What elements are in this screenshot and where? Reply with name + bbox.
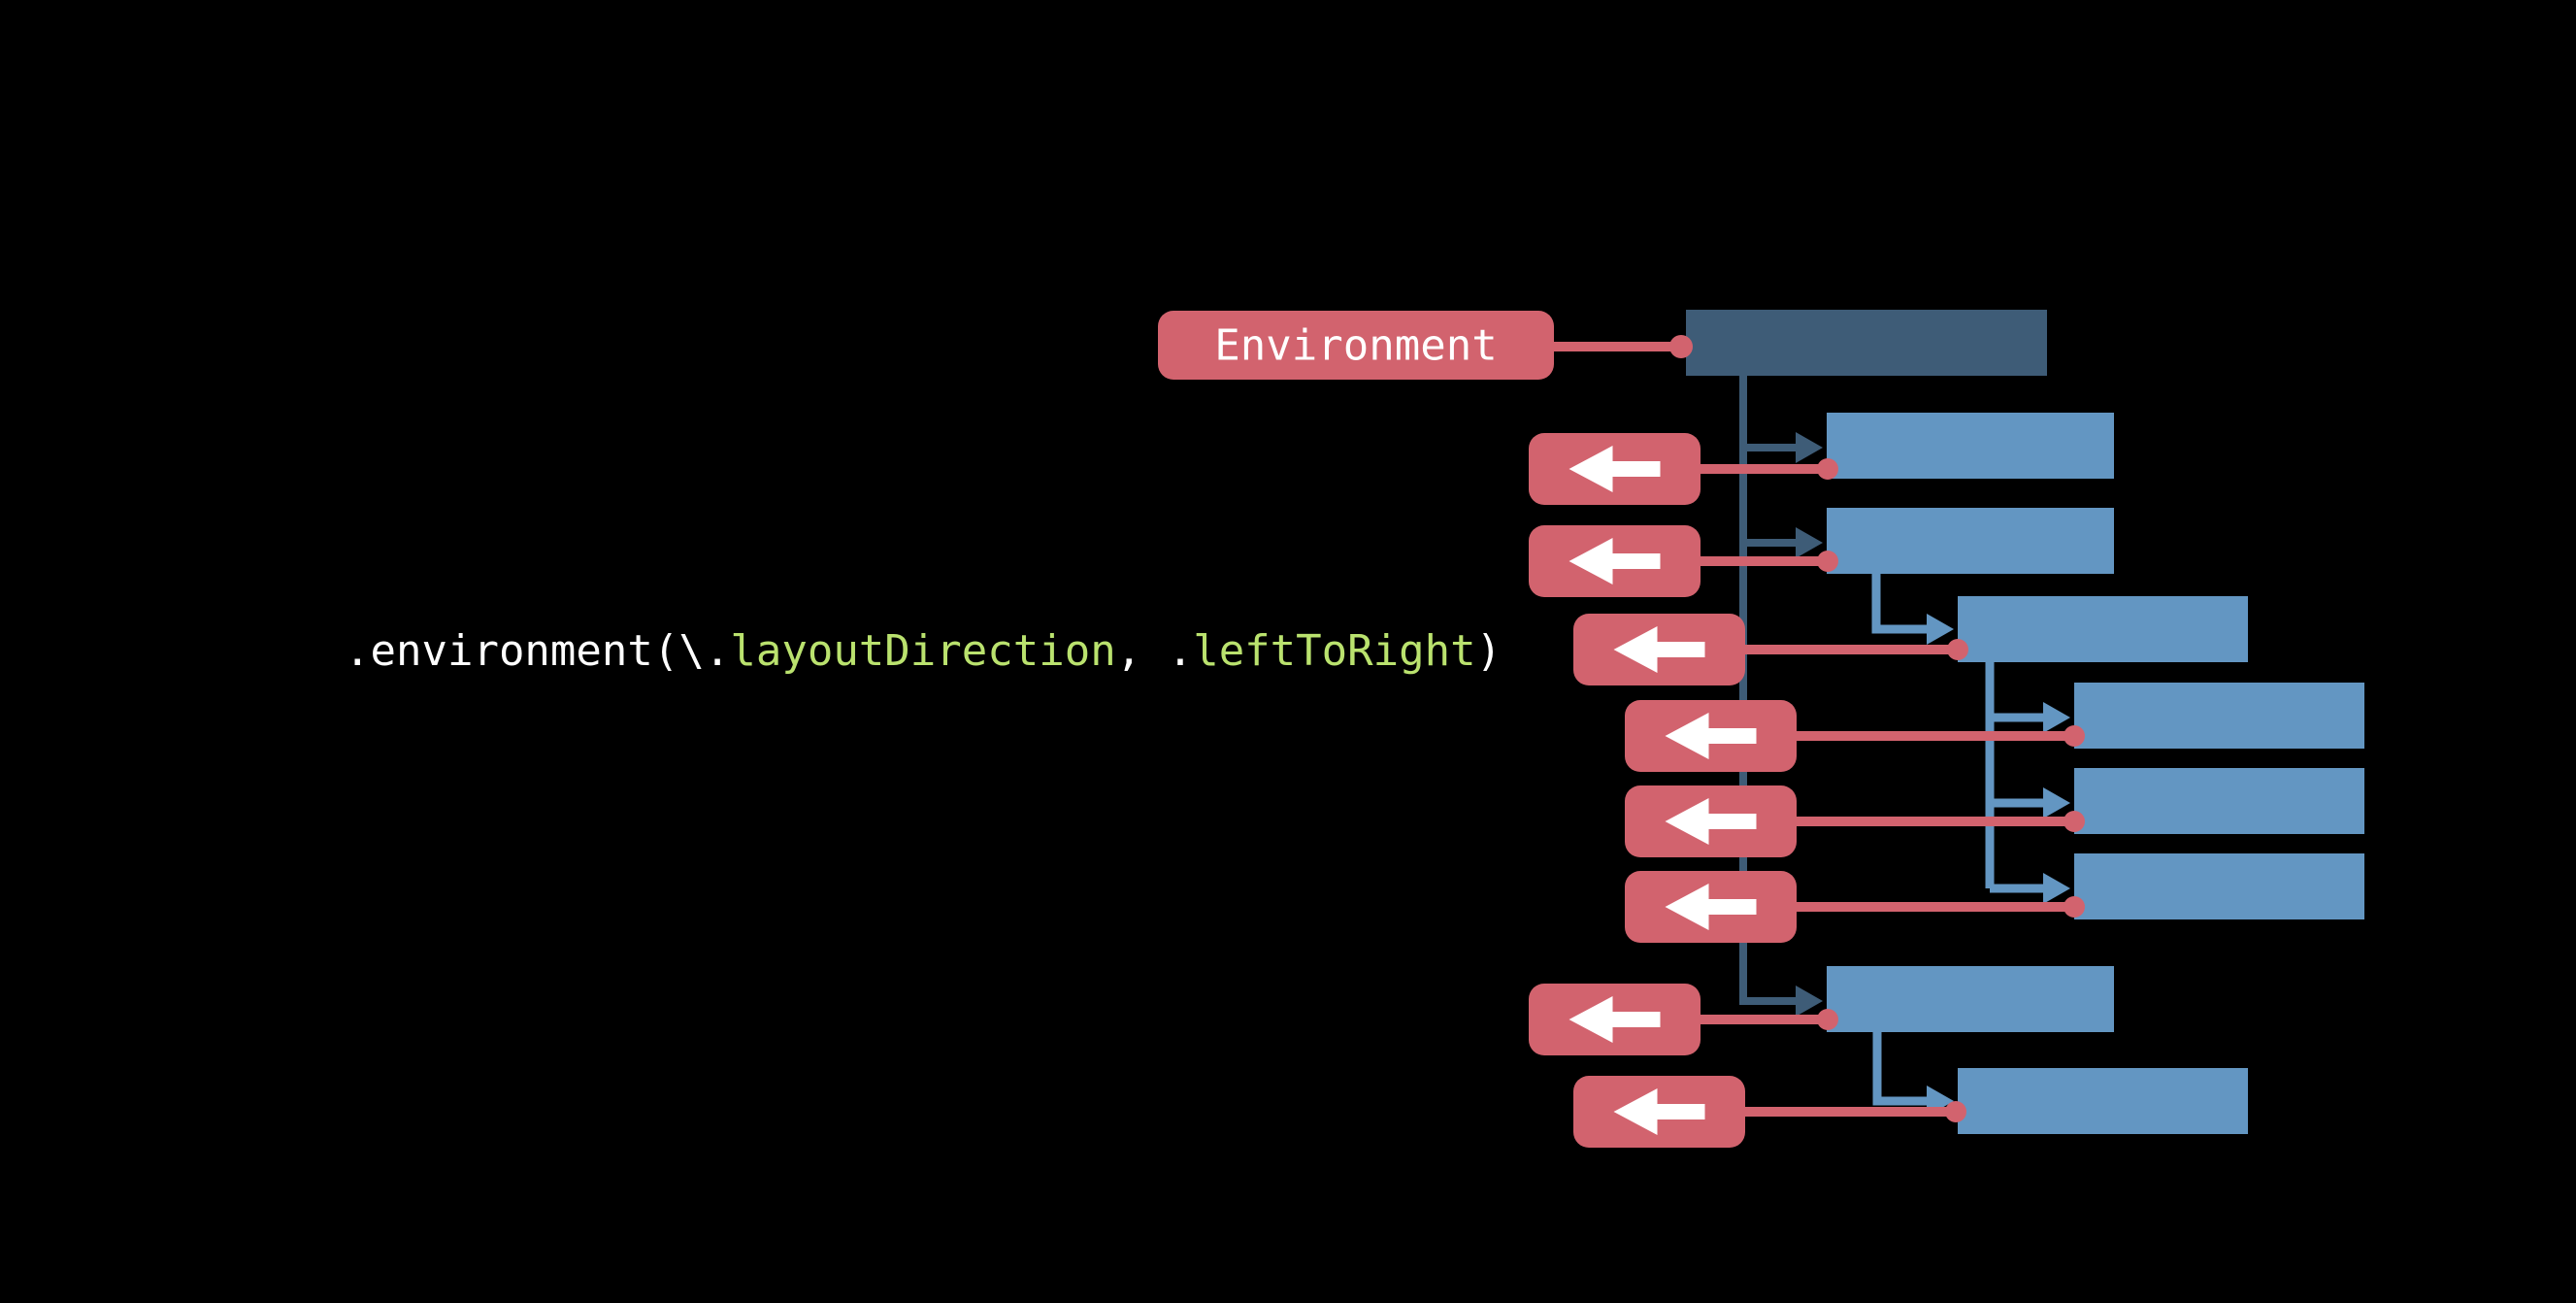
tree-arrowhead-light xyxy=(2043,873,2070,904)
inject-1-link-dot xyxy=(1817,458,1838,480)
tree-node-root xyxy=(1686,310,2047,376)
tree-node-view-8 xyxy=(1958,1068,2248,1134)
inject-6-link-dot xyxy=(2064,896,2085,918)
tree-arrowhead-light xyxy=(2043,787,2070,819)
left-arrow-icon xyxy=(1569,996,1661,1043)
code-token: , . xyxy=(1115,626,1194,676)
tree-arrowhead-light xyxy=(2043,702,2070,733)
tree-arrowhead-light xyxy=(1927,614,1954,645)
left-arrow-icon xyxy=(1665,798,1757,845)
environment-badge xyxy=(1158,311,1554,380)
tree-node-view-6 xyxy=(2074,853,2364,919)
tree-node-view-7 xyxy=(1827,966,2114,1032)
tree-arrowhead-dark xyxy=(1796,986,1823,1017)
code-snippet: .environment(\.layoutDirection, .leftToR… xyxy=(345,626,1502,677)
inject-2-link-dot xyxy=(1817,551,1838,572)
tree-arrowhead-dark xyxy=(1796,432,1823,463)
tree-arrowhead-dark xyxy=(1796,527,1823,558)
tree-edge-light xyxy=(1872,1032,1928,1106)
tree-node-view-2 xyxy=(1827,508,2114,574)
tree-node-view-5 xyxy=(2074,768,2364,834)
inject-7-link-dot xyxy=(1817,1009,1838,1030)
tree-node-view-1 xyxy=(1827,413,2114,479)
inject-4-link-dot xyxy=(2064,725,2085,747)
environment-link-dot xyxy=(1669,335,1693,358)
left-arrow-icon xyxy=(1665,884,1757,930)
code-token: leftToRight xyxy=(1193,626,1476,676)
inject-3-link-dot xyxy=(1947,639,1968,660)
tree-edge-light xyxy=(1871,574,1928,634)
tree-edge-dark xyxy=(1739,375,1797,1005)
code-token: ) xyxy=(1475,626,1503,676)
left-arrow-icon xyxy=(1613,626,1705,673)
inject-8-link-dot xyxy=(1945,1101,1966,1122)
tree-node-view-3 xyxy=(1958,596,2248,662)
left-arrow-icon xyxy=(1569,446,1661,492)
environment-badge-label: Environment xyxy=(1214,321,1497,371)
left-arrow-icon xyxy=(1569,538,1661,585)
inject-5-link-dot xyxy=(2064,811,2085,832)
tree-node-view-4 xyxy=(2074,683,2364,749)
code-token: layoutDirection xyxy=(730,626,1116,676)
left-arrow-icon xyxy=(1613,1088,1705,1135)
left-arrow-icon xyxy=(1665,713,1757,759)
code-token: .environment(\. xyxy=(345,626,731,676)
